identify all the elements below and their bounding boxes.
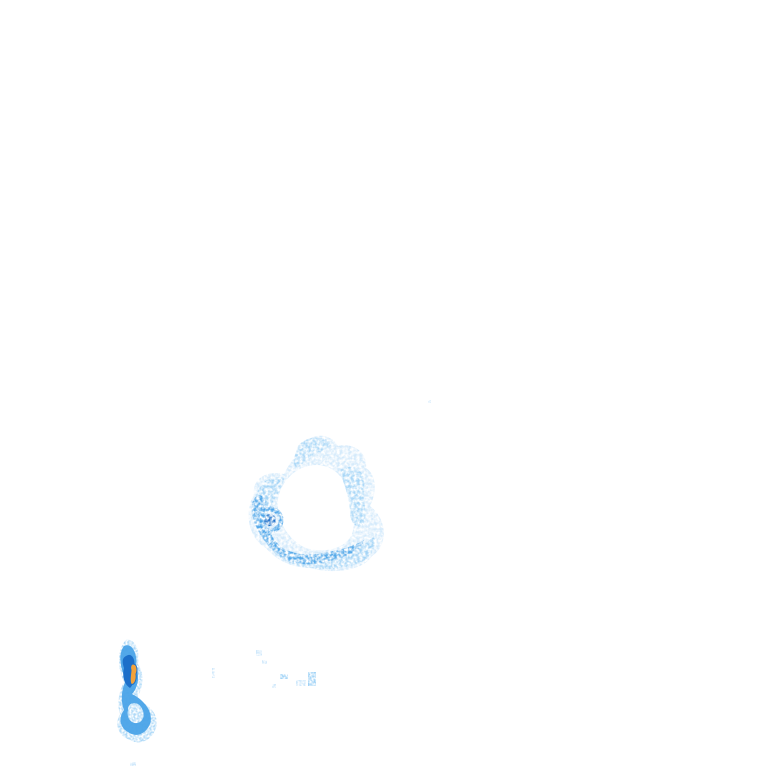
echo-speck [272, 684, 276, 688]
echo-speck [296, 680, 306, 686]
echo-speck [308, 672, 316, 686]
scattered-light-echoes [130, 400, 431, 766]
central-rain-cell [248, 435, 384, 572]
echo-speck [130, 762, 136, 766]
echo-light-north [293, 437, 332, 467]
echo-heavy-core [264, 514, 276, 526]
echo-medium-core-ring [256, 506, 284, 534]
echo-speck [212, 668, 215, 678]
echo-speck [280, 674, 288, 679]
echo-light-east [340, 466, 366, 527]
southwest-rain-cell [117, 639, 157, 743]
echo-speck [262, 660, 267, 664]
echo-light [255, 476, 376, 570]
echo-speck [428, 400, 431, 403]
echo-medium [251, 495, 364, 565]
echo-peak [129, 663, 138, 685]
echo-speck [256, 650, 262, 656]
